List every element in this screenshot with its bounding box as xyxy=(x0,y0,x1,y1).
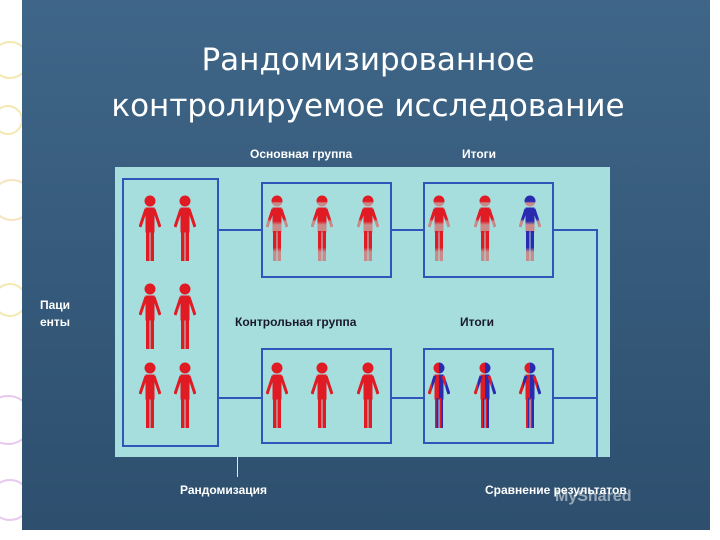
person-icon xyxy=(518,195,542,268)
comparison-vertical-line xyxy=(596,229,598,457)
connector-results-top-out xyxy=(552,229,597,231)
connector-results-bottom-out xyxy=(552,397,597,399)
patients-label-line1: Паци xyxy=(40,298,71,312)
person-icon xyxy=(265,362,289,435)
main-group-label: Основная группа xyxy=(250,147,353,161)
person-icon xyxy=(310,362,334,435)
control-group-box xyxy=(261,348,392,444)
main-results-box xyxy=(423,182,554,278)
person-icon xyxy=(427,362,451,435)
results-top-label: Итоги xyxy=(462,147,497,161)
control-results-box xyxy=(423,348,554,444)
main-group-box xyxy=(261,182,392,278)
watermark: MyShared xyxy=(555,488,632,505)
slide-title-line2: контролируемое исследование xyxy=(111,88,625,124)
results-bottom-label: Итоги xyxy=(460,315,495,329)
comparison-label: Сравнение результатов xyxy=(485,483,627,497)
control-group-label: Контрольная группа xyxy=(235,315,357,329)
person-icon xyxy=(173,362,197,435)
connector-patients-main xyxy=(218,229,263,231)
patients-label-line2: енты xyxy=(40,315,71,329)
person-icon xyxy=(173,195,197,268)
person-icon xyxy=(138,283,162,356)
person-icon xyxy=(356,362,380,435)
randomization-pointer xyxy=(237,457,238,477)
connector-patients-control xyxy=(218,397,263,399)
person-icon xyxy=(310,195,334,268)
patients-box xyxy=(122,178,219,447)
person-icon xyxy=(427,195,451,268)
randomization-label: Рандомизация xyxy=(180,483,268,497)
person-icon xyxy=(473,195,497,268)
person-icon xyxy=(138,362,162,435)
connector-control-results xyxy=(390,397,425,399)
person-icon xyxy=(473,362,497,435)
person-icon xyxy=(138,195,162,268)
person-icon xyxy=(356,195,380,268)
slide-title-line1: Рандомизированное xyxy=(201,42,535,78)
person-icon xyxy=(173,283,197,356)
person-icon xyxy=(518,362,542,435)
connector-main-results xyxy=(390,229,425,231)
person-icon xyxy=(265,195,289,268)
